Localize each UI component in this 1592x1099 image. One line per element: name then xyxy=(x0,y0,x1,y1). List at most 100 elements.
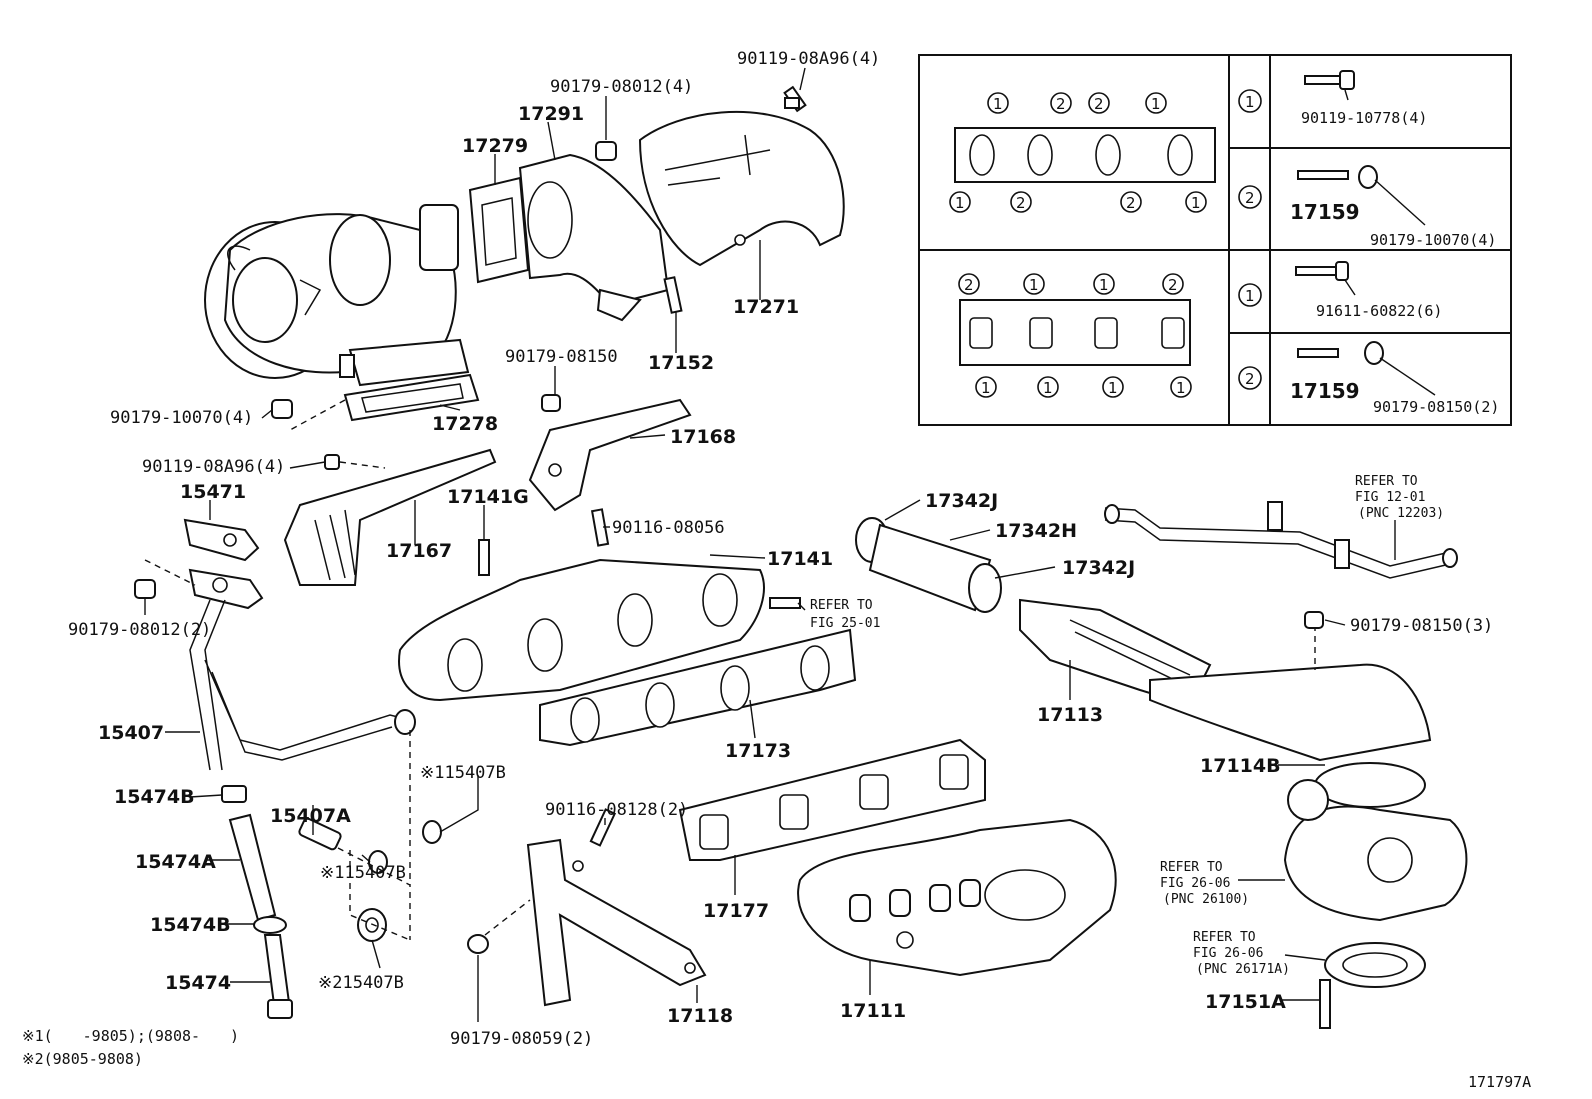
label-17141G: 17141G xyxy=(447,486,529,508)
label-17114B: 17114B xyxy=(1200,755,1281,777)
nut-90179-08150-table xyxy=(1364,341,1384,365)
marker-1: 1 xyxy=(1029,276,1039,294)
nut-90179-08150 xyxy=(541,394,561,412)
label-17168: 17168 xyxy=(670,426,736,448)
marker-1: 1 xyxy=(955,194,965,212)
marker-2: 2 xyxy=(1056,95,1066,113)
label-90179-08012-mid: 90179-08012(2) xyxy=(68,620,211,640)
insulator-17168 xyxy=(528,398,692,512)
label-15474B-bottom: 15474B xyxy=(150,914,231,936)
label-17113: 17113 xyxy=(1037,704,1103,726)
key-1: 1 xyxy=(1245,287,1255,305)
label-90179-10070: 90179-10070(4) xyxy=(110,408,253,428)
ref-fig26a-line2: FIG 26-06 xyxy=(1160,876,1230,891)
table-label-90119-10778: 90119-10778(4) xyxy=(1301,109,1427,127)
label-17342J-top: 17342J xyxy=(925,490,998,512)
clamp-15474B-top xyxy=(221,785,247,803)
stud-90116-08128 xyxy=(589,808,617,847)
ref-fig25-line2: FIG 25-01 xyxy=(810,616,880,631)
union-15407B-2 xyxy=(357,908,387,942)
turbo-elbow-17291 xyxy=(518,153,670,322)
label-17118: 17118 xyxy=(667,1005,733,1027)
gasket-17278 xyxy=(343,373,480,422)
nut-90179-08059 xyxy=(467,934,489,954)
ref-fig26b-line1: REFER TO xyxy=(1193,930,1256,945)
bolt-91611-60822 xyxy=(1295,261,1349,281)
nut-90179-08012-top xyxy=(595,141,617,161)
label-90119-08A96-mid: 90119-08A96(4) xyxy=(142,457,285,477)
key-1: 1 xyxy=(1245,93,1255,111)
intake-gasket-17177 xyxy=(678,738,986,861)
label-15474B-top: 15474B xyxy=(114,786,195,808)
label-15474A: 15474A xyxy=(135,851,216,873)
footnote-1: ※1( -9805);(9808- ) xyxy=(22,1027,239,1045)
turbo-gasket-17279 xyxy=(468,176,530,284)
label-15407B-1: ※115407B xyxy=(420,763,506,783)
label-17278: 17278 xyxy=(432,413,498,435)
table-label-17159-a: 17159 xyxy=(1290,200,1360,224)
stud-17159-b xyxy=(1297,348,1339,358)
marker-1: 1 xyxy=(981,379,991,397)
label-17271: 17271 xyxy=(733,296,799,318)
label-90179-08059: 90179-08059(2) xyxy=(450,1029,593,1049)
hose-15474A xyxy=(228,813,277,922)
footnotes: ※1( -9805);(9808- ) ※2(9805-9808) xyxy=(22,1027,239,1068)
key-2: 2 xyxy=(1245,370,1255,388)
footnote-2: ※2(9805-9808) xyxy=(22,1050,143,1068)
gasket-15471 xyxy=(183,518,260,562)
exhaust-manifold-17141 xyxy=(398,558,765,702)
label-15407B-2: ※115407B xyxy=(320,863,406,883)
label-15471: 15471 xyxy=(180,481,246,503)
stud-17151A xyxy=(1319,979,1331,1029)
marker-2: 2 xyxy=(964,276,974,294)
label-17342J-bottom: 17342J xyxy=(1062,557,1135,579)
marker-2: 2 xyxy=(1094,95,1104,113)
bolt-90119-10778 xyxy=(1304,70,1355,90)
throttle-body xyxy=(1283,779,1468,922)
nut-90179-08012-mid xyxy=(134,579,156,599)
marker-2: 2 xyxy=(1016,194,1026,212)
marker-1: 1 xyxy=(1176,379,1186,397)
label-17291: 17291 xyxy=(518,103,584,125)
ref-fig26b-line3: (PNC 26171A) xyxy=(1196,962,1290,977)
nut-90179-08150-3 xyxy=(1304,611,1324,629)
label-90179-08150: 90179-08150 xyxy=(505,347,618,367)
intake-pipe-17114B xyxy=(1149,663,1432,808)
clamp-15474B-bottom xyxy=(253,916,287,934)
hose-clamp-17342J-bottom xyxy=(968,563,1002,613)
ref-fig12-line2: FIG 12-01 xyxy=(1355,490,1425,505)
ref-fig25-line1: REFER TO xyxy=(810,598,873,613)
heat-insulator-17271 xyxy=(638,110,845,267)
label-17167: 17167 xyxy=(386,540,452,562)
nut-90179-10070-table xyxy=(1358,165,1378,189)
label-90179-08150-3: 90179-08150(3) xyxy=(1350,616,1493,636)
ref-fig12-line1: REFER TO xyxy=(1355,474,1418,489)
ref-fig26a-line1: REFER TO xyxy=(1160,860,1223,875)
throttle-gasket xyxy=(1324,942,1426,988)
position-markers: 1 2 2 1 1 2 2 1 2 1 1 2 1 1 1 1 1 2 1 2 xyxy=(949,89,1262,398)
label-17177: 17177 xyxy=(703,900,769,922)
reference-notes: REFER TO FIG 25-01 REFER TO FIG 12-01 (P… xyxy=(810,474,1444,977)
marker-1: 1 xyxy=(1099,276,1109,294)
turbocharger xyxy=(204,204,470,387)
marker-1: 1 xyxy=(1108,379,1118,397)
label-15407A: 15407A xyxy=(270,805,351,827)
marker-1: 1 xyxy=(993,95,1003,113)
label-15407: 15407 xyxy=(98,722,164,744)
label-17279: 17279 xyxy=(462,135,528,157)
hose-17342H xyxy=(868,523,992,612)
marker-1: 1 xyxy=(1043,379,1053,397)
leader-lines xyxy=(144,67,1396,1022)
part-labels: 90119-08A96(4) 90179-08012(4) 17291 1727… xyxy=(68,49,1493,1049)
label-15407B-3: ※215407B xyxy=(318,973,404,993)
bracket-17118 xyxy=(526,838,707,1007)
marker-1: 1 xyxy=(1191,194,1201,212)
label-90119-08A96-top: 90119-08A96(4) xyxy=(737,49,880,69)
label-90116-08056: 90116-08056 xyxy=(612,518,725,538)
table-label-17159-b: 17159 xyxy=(1290,379,1360,403)
nut-90179-10070 xyxy=(271,399,293,419)
label-17342H: 17342H xyxy=(995,520,1077,542)
label-15474: 15474 xyxy=(165,972,231,994)
label-17141: 17141 xyxy=(767,548,833,570)
